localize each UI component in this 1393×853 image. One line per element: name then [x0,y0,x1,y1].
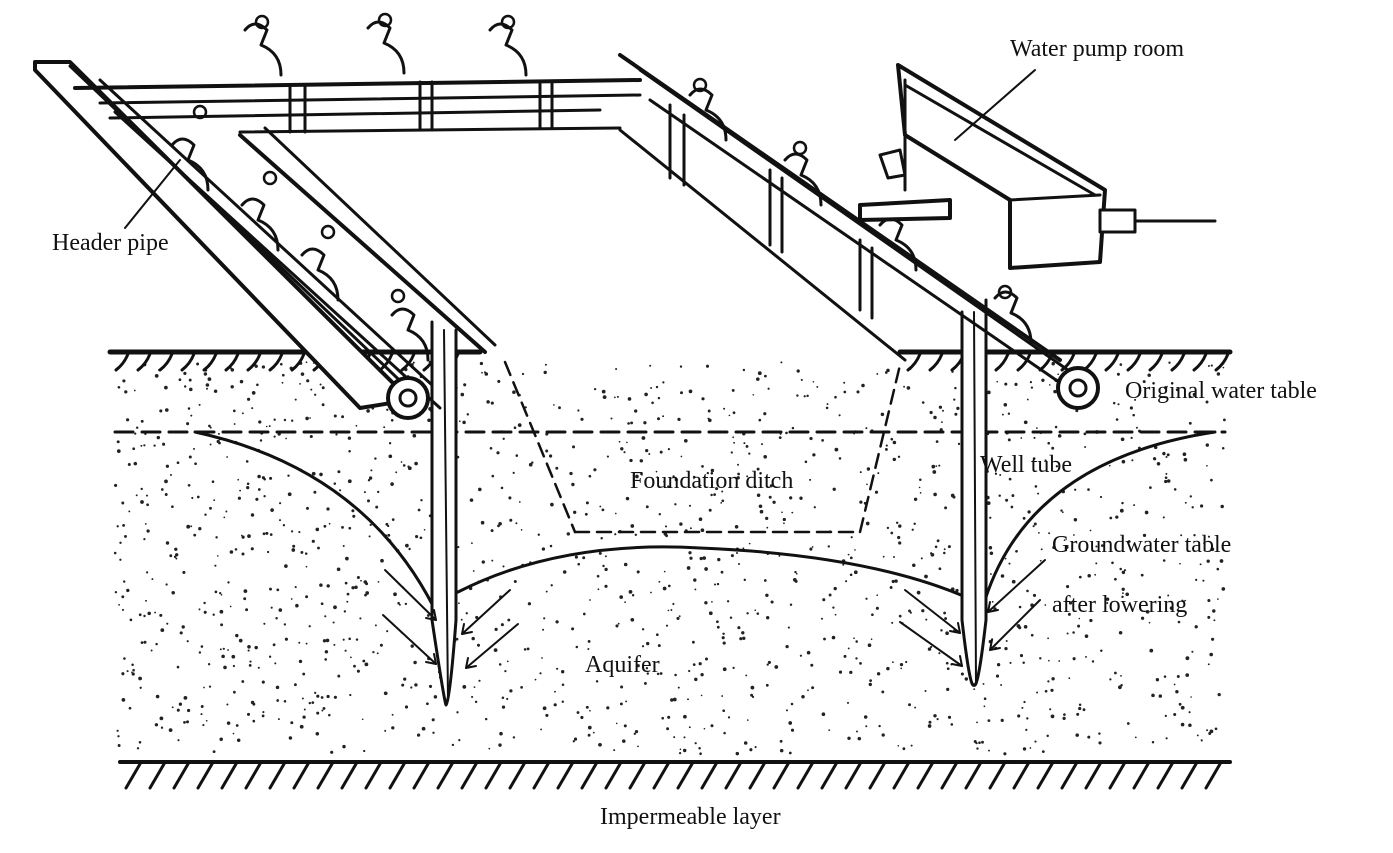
ground-surface [107,349,1233,372]
well-tubes [430,298,988,707]
impermeable-layer-hatching [118,760,1232,790]
leader-lines [124,69,1036,229]
label-foundation-ditch: Foundation ditch [630,468,793,494]
label-aquifer: Aquifer [585,652,660,678]
inflow-arrows [382,559,1046,669]
label-header-pipe: Header pipe [52,230,169,256]
lowered-groundwater-curves [193,430,1217,622]
label-water-pump-room: Water pump room [1010,36,1184,62]
label-impermeable-layer: Impermeable layer [600,804,781,830]
label-original-water-table: Original water table [1125,378,1317,404]
label-well-tube: Well tube [980,452,1072,478]
header-pipe-system [33,12,1100,420]
aquifer-stipple [113,360,1226,756]
foundation-ditch-outline [503,360,902,534]
label-after-lowering: after lowering [1052,592,1187,618]
label-groundwater-table: Groundwater table [1052,532,1231,558]
water-pump-room [878,63,1217,270]
